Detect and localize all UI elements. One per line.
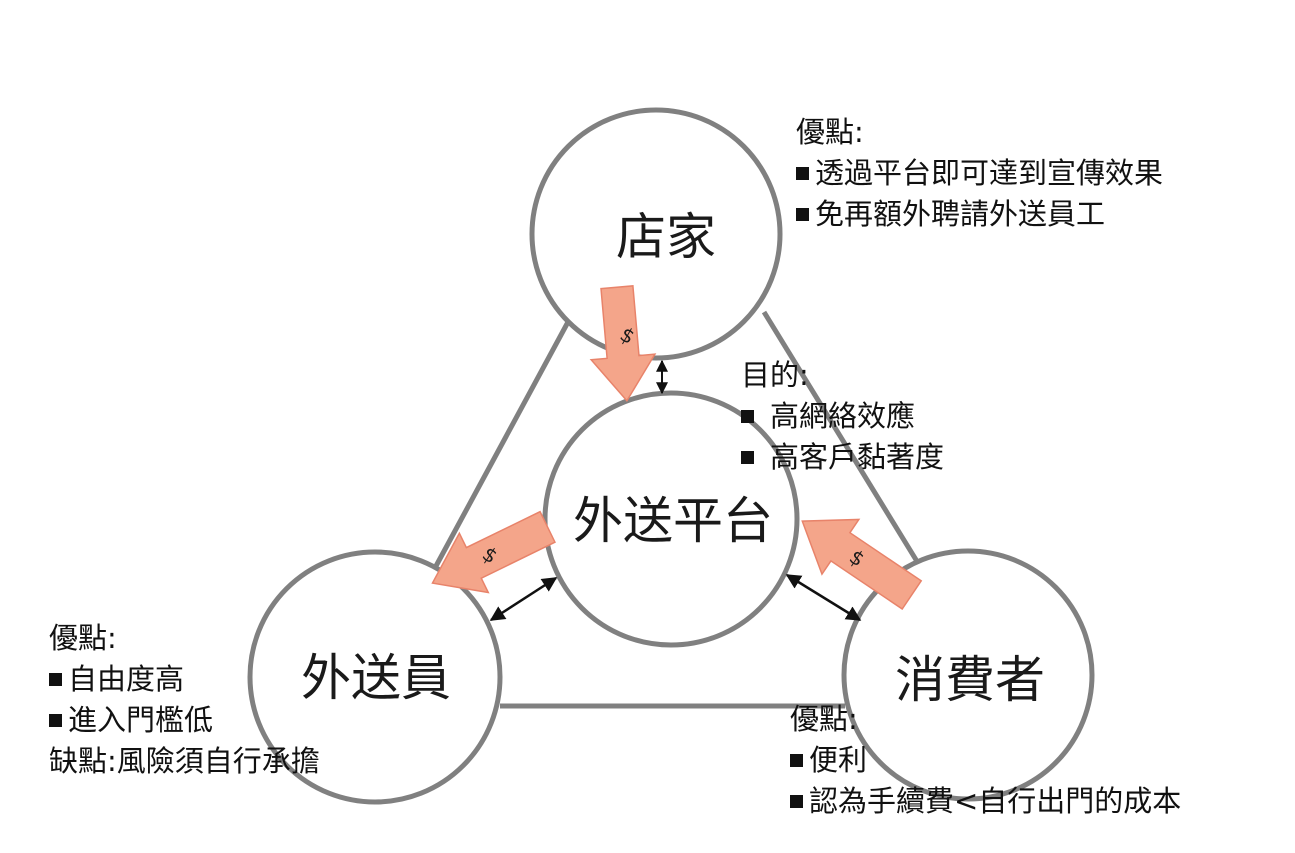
- bullet-square-icon: [796, 208, 809, 221]
- platform-to-courier-payment-arrow: $: [431, 510, 556, 594]
- store-payment-arrow: $: [589, 285, 657, 403]
- platform-purpose-item: 高客戶黏著度: [741, 437, 944, 478]
- platform-purpose: 目的: 高網絡效應 高客戶黏著度: [741, 355, 944, 478]
- consumer-node: [841, 548, 1095, 802]
- platform-label: 外送平台: [573, 492, 773, 550]
- bullet-square-icon: [741, 410, 754, 423]
- consumer-advantage-item: 便利: [790, 740, 1181, 781]
- bullet-square-icon: [796, 167, 809, 180]
- store-label: 店家: [616, 208, 716, 266]
- consumer-label: 消費者: [895, 651, 1045, 709]
- courier-label: 外送員: [301, 649, 451, 707]
- store-courier-link: [433, 320, 571, 568]
- store-advantage-item: 透過平台即可達到宣傳效果: [796, 153, 1163, 194]
- consumer-payment-arrow: $: [801, 518, 923, 611]
- courier-advantage-item: 自由度高: [49, 659, 320, 700]
- store-consumer-link: [761, 310, 921, 565]
- consumer-advantages-heading: 優點:: [790, 702, 858, 736]
- consumer-advantage-item: 認為手續費<自行出門的成本: [790, 781, 1181, 822]
- store-node: [529, 107, 783, 361]
- bullet-square-icon: [790, 795, 803, 808]
- bullet-square-icon: [49, 714, 62, 727]
- courier-node: [247, 549, 503, 805]
- bullet-square-icon: [49, 673, 62, 686]
- courier-advantages-heading: 優點:: [49, 621, 117, 655]
- bullet-square-icon: [741, 451, 754, 464]
- bullet-square-icon: [790, 754, 803, 767]
- courier-pros-cons: 優點: 自由度高 進入門檻低 缺點:風險須自行承擔: [49, 618, 320, 782]
- courier-advantage-item: 進入門檻低: [49, 700, 320, 741]
- courier-drawback: 缺點:風險須自行承擔: [49, 744, 320, 778]
- platform-purpose-heading: 目的:: [741, 358, 809, 392]
- platform-node: [542, 390, 800, 648]
- store-advantages: 優點: 透過平台即可達到宣傳效果 免再額外聘請外送員工: [796, 112, 1163, 235]
- consumer-platform-connector: [785, 573, 862, 622]
- consumer-advantages: 優點: 便利 認為手續費<自行出門的成本: [790, 699, 1181, 822]
- store-advantage-item: 免再額外聘請外送員工: [796, 194, 1163, 235]
- platform-purpose-item: 高網絡效應: [741, 396, 944, 437]
- store-advantages-heading: 優點:: [796, 115, 864, 149]
- courier-platform-connector: [489, 576, 558, 622]
